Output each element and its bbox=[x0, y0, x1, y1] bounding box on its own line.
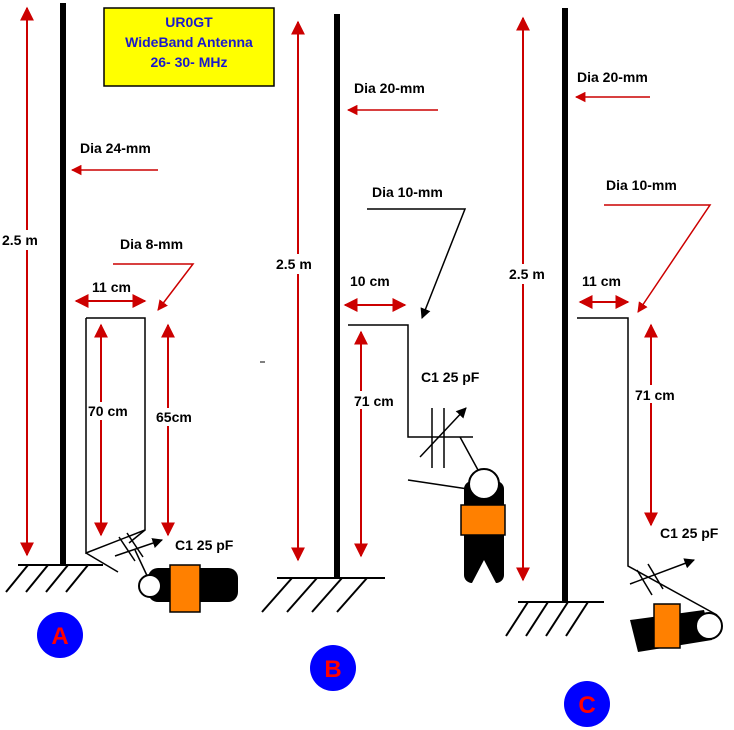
capacitor-label-c: C1 25 pF bbox=[660, 525, 719, 541]
coax-connector-b bbox=[460, 468, 506, 583]
height-label-c: 2.5 m bbox=[509, 266, 545, 282]
height-label-a: 2.5 m bbox=[2, 232, 38, 248]
height-label-b: 2.5 m bbox=[276, 256, 312, 272]
capacitor-c bbox=[629, 558, 695, 596]
mast-dia-label-b: Dia 20-mm bbox=[354, 80, 425, 96]
loop-length-label-c: 71 cm bbox=[635, 387, 675, 403]
ground-symbol-a bbox=[5, 564, 103, 593]
coax-connector-a bbox=[138, 564, 238, 613]
coax-connector-c bbox=[630, 603, 723, 652]
badge-a: A bbox=[37, 612, 83, 658]
badge-b: B bbox=[310, 645, 356, 691]
element-dia-arrow-a bbox=[113, 263, 195, 311]
gap-label-c: 11 cm bbox=[582, 273, 621, 289]
svg-text:C: C bbox=[578, 692, 595, 719]
title-line-2: WideBand Antenna bbox=[125, 34, 253, 50]
capacitor-label-b: C1 25 pF bbox=[421, 369, 480, 385]
element-c bbox=[577, 317, 718, 616]
capacitor-b bbox=[407, 407, 479, 490]
loop-length-label-b: 71 cm bbox=[354, 393, 394, 409]
title-box: UR0GT WideBand Antenna 26- 30- MHz bbox=[103, 7, 275, 87]
capacitor-label-a: C1 25 pF bbox=[175, 537, 234, 553]
svg-text:A: A bbox=[51, 623, 68, 650]
gap-label-a: 11 cm bbox=[92, 279, 131, 295]
mast-dia-label-c: Dia 20-mm bbox=[577, 69, 648, 85]
element-dia-label-a: Dia 8-mm bbox=[120, 236, 183, 252]
mast-dia-label-a: Dia 24-mm bbox=[80, 140, 151, 156]
gap-label-b: 10 cm bbox=[350, 273, 390, 289]
element-dia-label-c: Dia 10-mm bbox=[606, 177, 677, 193]
element-b bbox=[348, 324, 473, 438]
antenna-b: 2.5 m Dia 20-mm Dia 10-mm 10 cm 71 cm C1… bbox=[260, 14, 506, 691]
antenna-c: 2.5 m Dia 20-mm Dia 10-mm 11 cm 71 cm C1… bbox=[505, 8, 723, 727]
loop-length-label-a: 70 cm bbox=[88, 403, 128, 419]
element-dia-arrow-b bbox=[367, 208, 467, 319]
ground-symbol-c bbox=[505, 601, 604, 637]
element-dia-arrow-c bbox=[604, 204, 712, 313]
title-background bbox=[103, 7, 275, 87]
ground-symbol-b bbox=[261, 577, 385, 613]
antenna-a: 2.5 m Dia 24-mm Dia 8-mm 11 cm 70 cm 65c… bbox=[0, 3, 238, 658]
badge-c: C bbox=[564, 681, 610, 727]
title-line-3: 26- 30- MHz bbox=[150, 54, 227, 70]
hairpin-element-a bbox=[85, 317, 146, 555]
title-line-1: UR0GT bbox=[165, 14, 213, 30]
element-dia-label-b: Dia 10-mm bbox=[372, 184, 443, 200]
wire-length-label-a: 65cm bbox=[156, 409, 192, 425]
svg-text:B: B bbox=[324, 656, 341, 683]
